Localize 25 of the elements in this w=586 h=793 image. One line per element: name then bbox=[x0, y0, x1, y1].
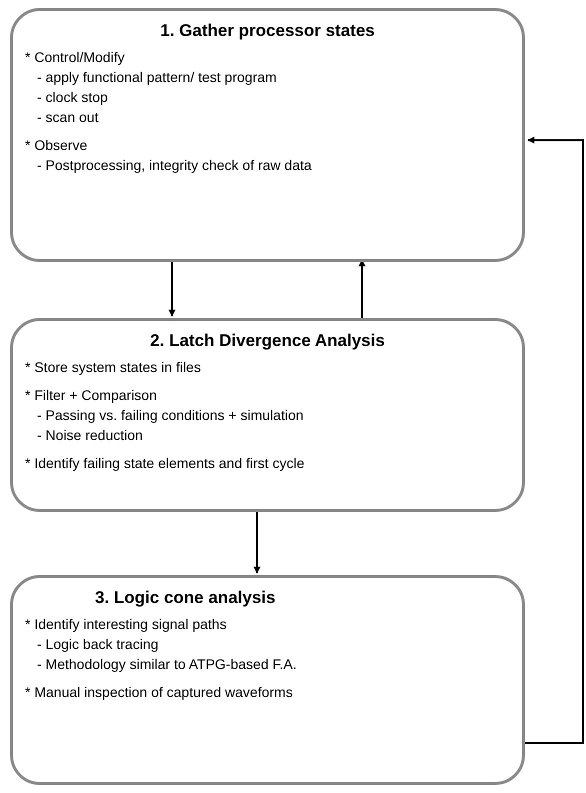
arrow bbox=[525, 136, 584, 744]
arrow bbox=[254, 512, 260, 574]
bullet-item: * Manual inspection of captured waveforms bbox=[25, 683, 293, 702]
bullet-item: * Control/Modify bbox=[25, 48, 125, 67]
bullet-item: * Identify interesting signal paths bbox=[25, 615, 227, 634]
bullet-item: * Filter + Comparison bbox=[25, 386, 157, 405]
bullet-item: * Observe bbox=[25, 136, 88, 155]
sub-item: - clock stop bbox=[37, 88, 108, 107]
box-heading: 1. Gather processor states bbox=[159, 20, 376, 42]
arrow bbox=[358, 259, 366, 318]
bullet-item: * Store system states in files bbox=[25, 358, 201, 377]
box-heading: 2. Latch Divergence Analysis bbox=[149, 330, 386, 352]
sub-item: - Methodology similar to ATPG-based F.A. bbox=[37, 655, 297, 674]
bullet-item: * Identify failing state elements and first cycle bbox=[25, 454, 304, 473]
arrow bbox=[168, 262, 176, 317]
process-box bbox=[10, 575, 525, 785]
sub-item: - Postprocessing, integrity check of raw data bbox=[37, 156, 312, 175]
sub-item: - Logic back tracing bbox=[37, 635, 158, 654]
sub-item: - Noise reduction bbox=[37, 426, 143, 445]
process-box bbox=[10, 8, 525, 262]
sub-item: - Passing vs. failing conditions + simulation bbox=[37, 406, 304, 425]
sub-item: - apply functional pattern/ test program bbox=[37, 68, 277, 87]
process-box bbox=[10, 318, 525, 512]
box-heading: 3. Logic cone analysis bbox=[95, 587, 276, 609]
sub-item: - scan out bbox=[37, 108, 98, 127]
